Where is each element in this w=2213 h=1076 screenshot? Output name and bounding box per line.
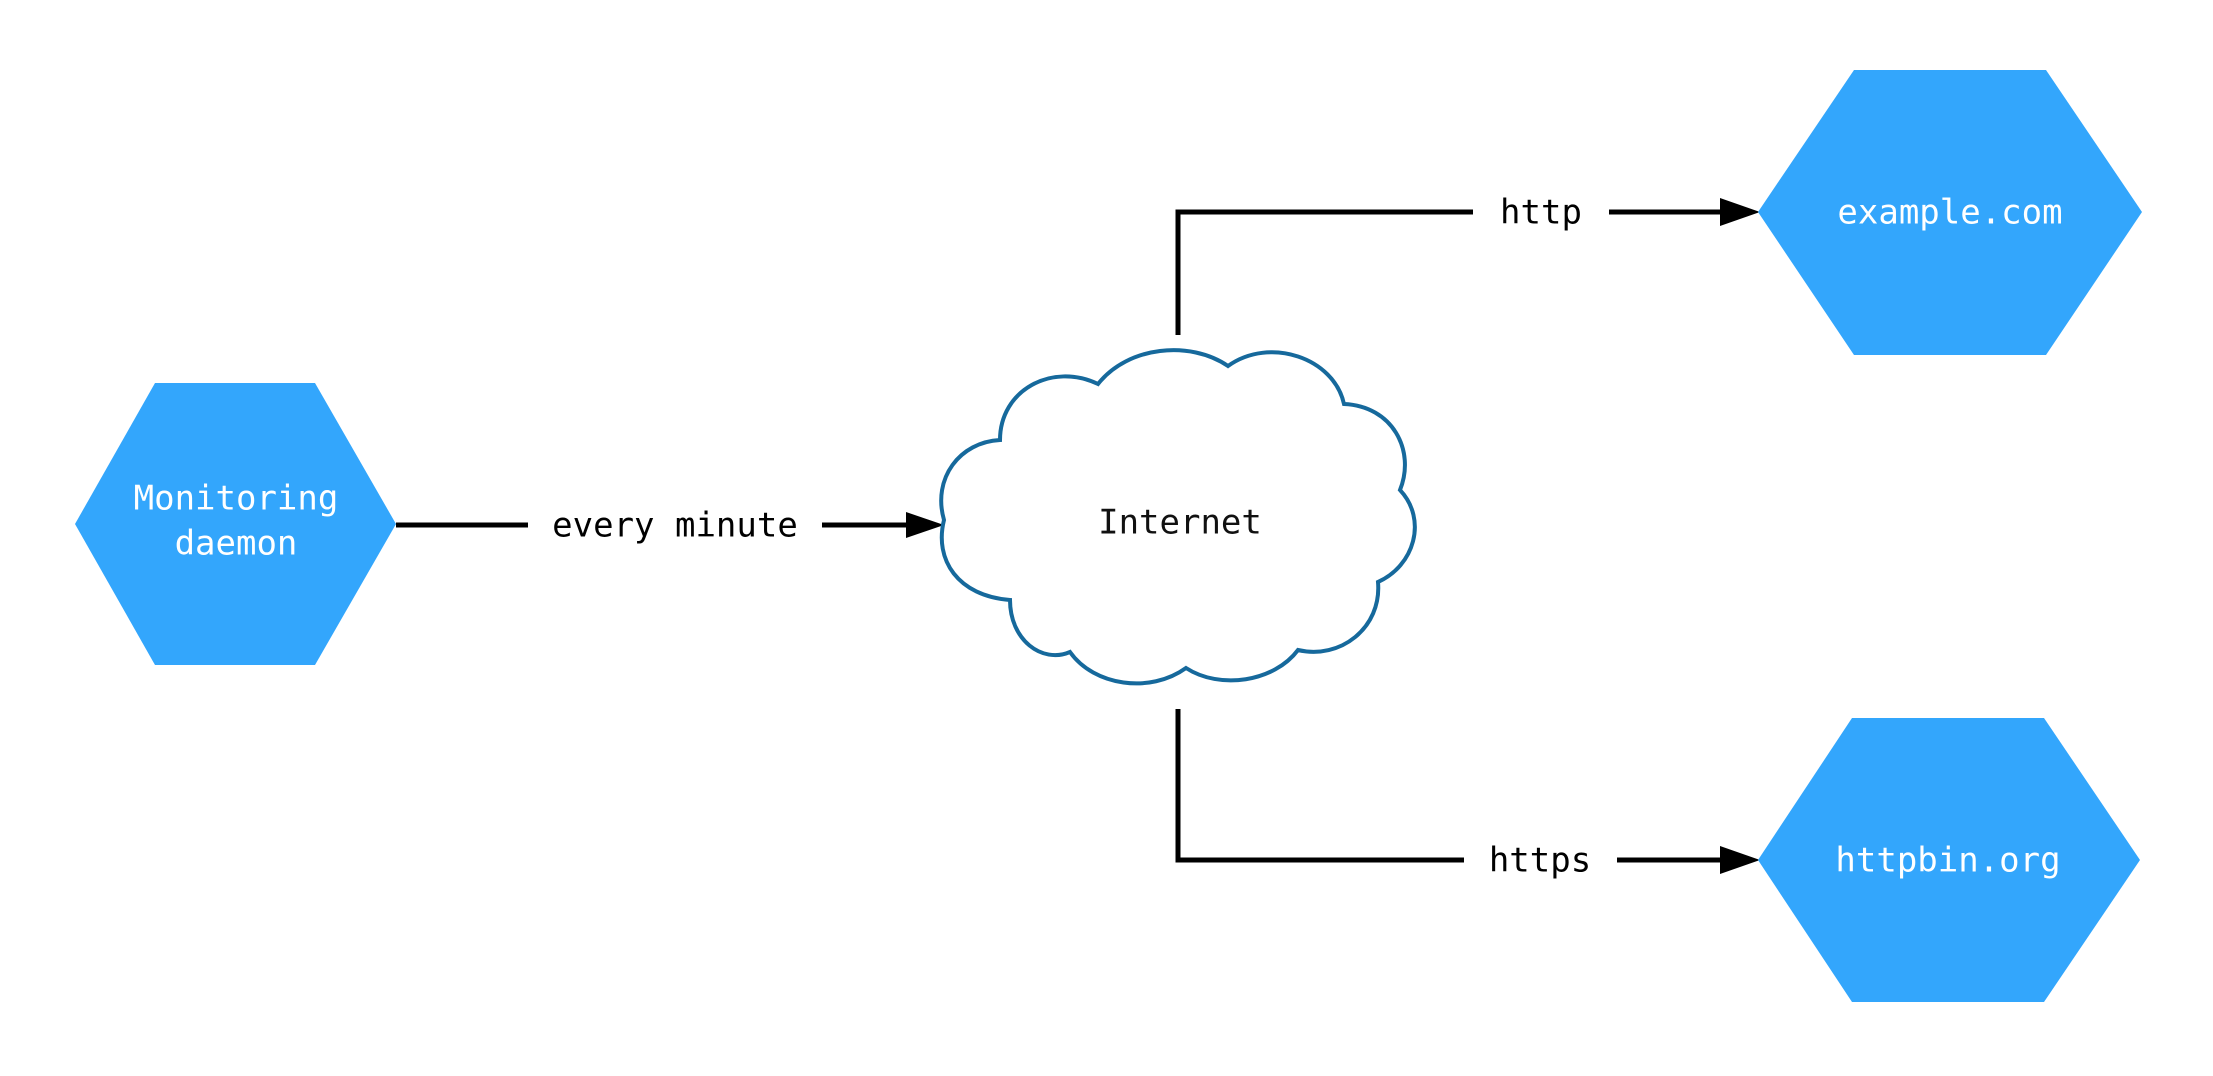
hexagon-shape-example-com [1758, 70, 2142, 355]
edge-daemon-to-internet: every minute [396, 506, 944, 546]
edge-internet-to-example: http [1175, 193, 1760, 335]
arrowhead-icon-internet-to-httpbin [1720, 846, 1760, 874]
node-httpbin-org[interactable]: httpbin.org [1758, 718, 2140, 1002]
hexagon-shape-httpbin-org [1758, 718, 2140, 1002]
cloud-shape-internet [939, 348, 1417, 686]
arrowhead-icon-internet-to-example [1720, 198, 1760, 226]
edge-internet-to-httpbin: https [1175, 709, 1760, 881]
edge-internet-to-httpbin-path [1175, 709, 1464, 863]
node-example-com[interactable]: example.com [1758, 70, 2142, 355]
hexagon-shape-monitoring-daemon [75, 383, 396, 665]
edge-label-https: https [1489, 841, 1591, 881]
node-label-example-com: example.com [1837, 193, 2062, 233]
node-monitoring-daemon[interactable]: Monitoring daemon [75, 383, 396, 665]
node-label-monitoring-daemon-line1: Monitoring [134, 479, 339, 519]
arrowhead-icon-daemon-to-internet [906, 512, 944, 538]
node-internet-cloud[interactable]: Internet [939, 348, 1417, 686]
edge-label-http: http [1500, 193, 1582, 233]
edge-internet-to-example-path [1175, 209, 1473, 335]
edge-label-every-minute: every minute [552, 506, 798, 546]
node-label-httpbin-org: httpbin.org [1835, 841, 2060, 881]
node-label-internet: Internet [1098, 503, 1262, 543]
node-label-monitoring-daemon-line2: daemon [175, 524, 298, 564]
